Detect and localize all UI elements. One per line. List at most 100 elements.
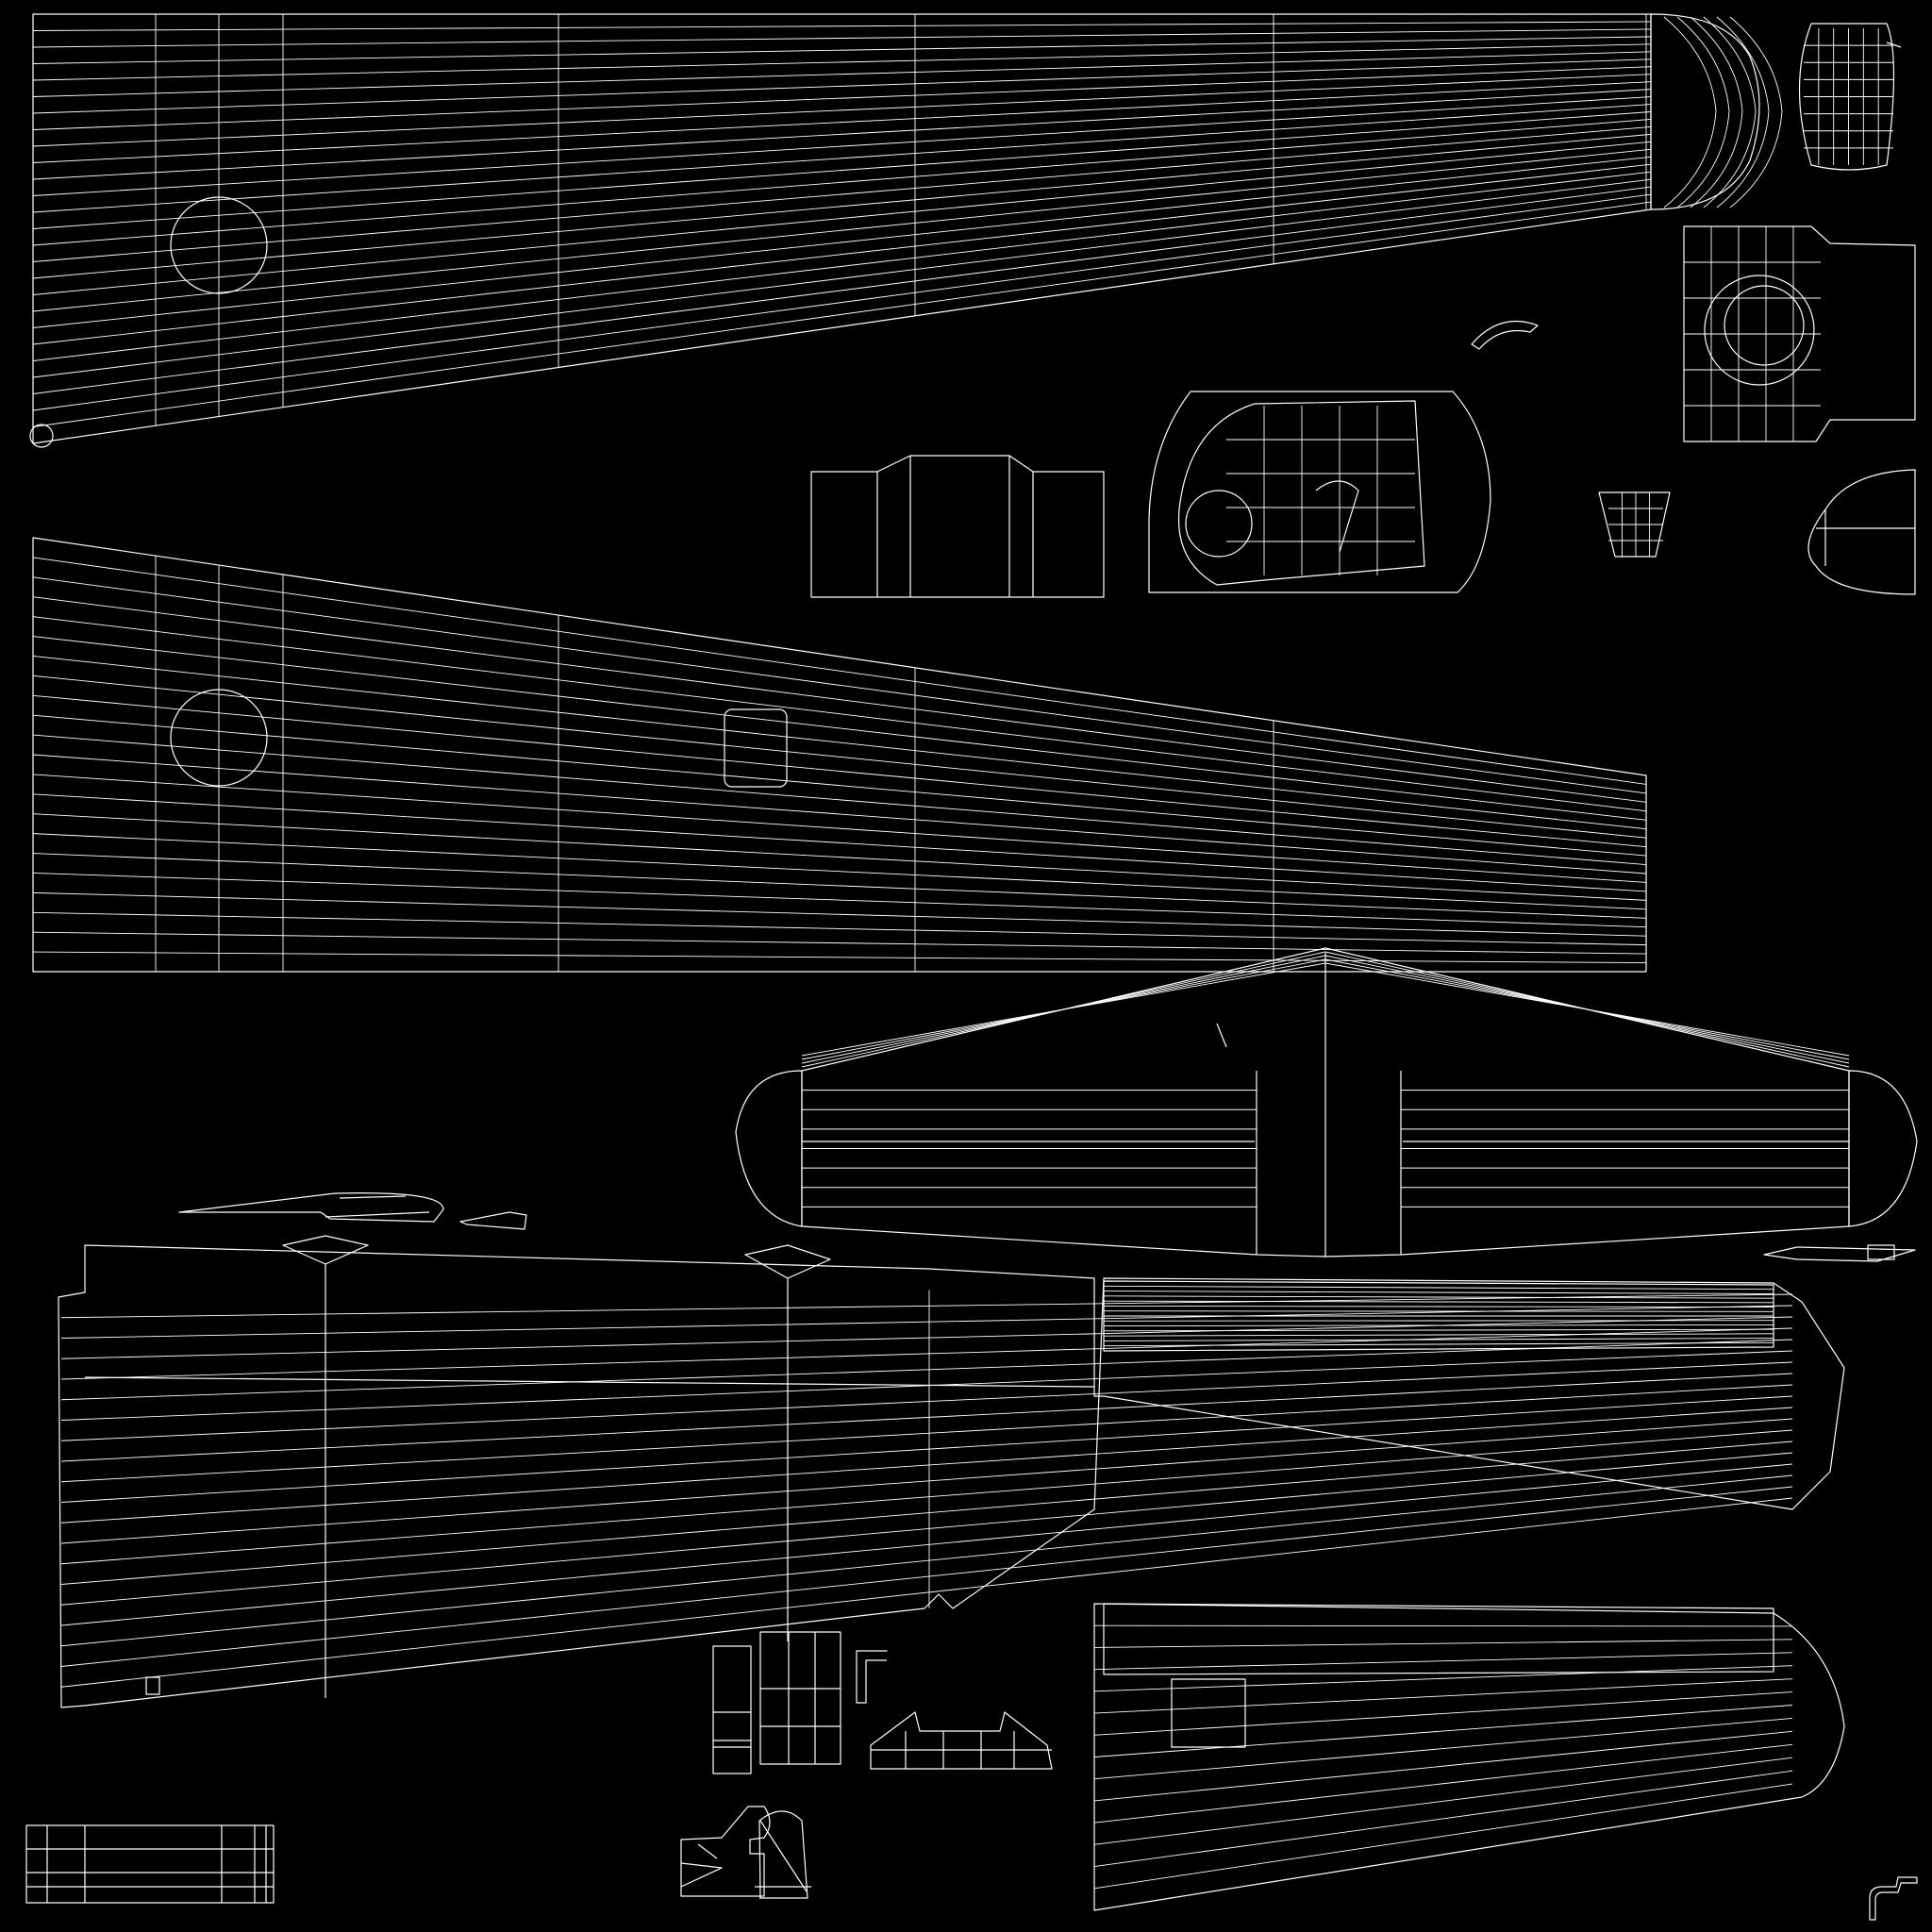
fuselage-upper-row-line [32, 119, 1652, 246]
aileron-upper-row-line [1103, 1338, 1774, 1341]
aileron-lower-row-line [1093, 1730, 1793, 1802]
wing-panel-row-line [60, 1395, 1793, 1503]
island-intake-scoop [1598, 491, 1671, 558]
aileron-upper-row-line [1103, 1291, 1774, 1294]
wing-panel-row-line [60, 1429, 1793, 1565]
fuselage-upper-row-line [32, 104, 1652, 213]
island-spinner-cone [1807, 469, 1916, 595]
fuselage-lower-row-line [32, 774, 1647, 883]
aileron-lower-row-line [1093, 1691, 1793, 1736]
island-horizontal-stabilizer [735, 947, 1918, 1257]
fuselage-lower-row-line [32, 931, 1647, 955]
island-small-curved-strip [1471, 320, 1539, 350]
island-engine-cowling-side [1683, 225, 1916, 442]
fuselage-upper-porthole [170, 196, 268, 294]
fuselage-upper-row-line [32, 178, 1652, 378]
stabilizer-grid [801, 951, 1850, 1208]
stabilizer-leading-edge-line [1324, 962, 1850, 1057]
fuselage-lower-row-line [32, 734, 1647, 865]
wing-panel-row-line [60, 1293, 1793, 1319]
wing-panel-row-line [60, 1339, 1793, 1401]
fuselage-lower-row-line [32, 813, 1647, 901]
wing-panel-row-line [60, 1327, 1793, 1380]
aileron-upper-row-line [1103, 1285, 1774, 1291]
fuselage-lower-row-line [32, 576, 1647, 794]
island-aileron-panel-lower [1093, 1603, 1845, 1911]
wing-panel-small-window [145, 1676, 160, 1695]
fuselage-upper-nose-ring [1729, 16, 1783, 208]
fuselage-lower-row-line [32, 833, 1647, 910]
fuselage-upper-tail-eye [29, 424, 54, 448]
wing-panel-row-line [60, 1384, 1793, 1483]
island-left-wing-panel [58, 1235, 1845, 1708]
fuselage-lower-row-line [32, 911, 1647, 946]
cowling-ring-inner [1724, 285, 1805, 366]
fuselage-lower-row-line [32, 873, 1647, 928]
aileron-lower-row-line [1093, 1717, 1793, 1780]
fuselage-upper-row-line [32, 156, 1652, 328]
fuselage-upper-nose-rings [1663, 16, 1783, 208]
wing-panel-row-line [60, 1316, 1793, 1359]
fuselage-upper-row-line [32, 171, 1652, 361]
fuselage-upper-row-line [32, 163, 1652, 345]
aileron-lower-row-line [1093, 1770, 1793, 1868]
island-small-parts-cluster [712, 1631, 1053, 1774]
island-fuselage-lower-shell [32, 537, 1647, 973]
fuselage-upper-nose-ring [1716, 16, 1770, 208]
island-corner-hook [1869, 1876, 1918, 1921]
fuselage-upper-row-line [32, 21, 1652, 31]
fuselage-lower-row-line [32, 675, 1647, 839]
aileron-upper-row-line [1103, 1324, 1774, 1327]
fuselage-lower-row-line [32, 714, 1647, 857]
island-cockpit-canopy [1148, 391, 1491, 593]
aileron-lower-row-line [1093, 1783, 1793, 1890]
fuselage-lower-row-line [32, 636, 1647, 821]
fuselage-lower-row-line [32, 891, 1647, 937]
wing-panel-row-line [60, 1373, 1793, 1462]
fuselage-upper-row-line [32, 28, 1652, 48]
wing-panel-row-line [60, 1441, 1793, 1585]
stabilizer-leading-edge-line [801, 962, 1326, 1057]
canopy-ring [1185, 490, 1253, 558]
fuselage-upper-row-line [32, 148, 1652, 312]
fuselage-upper-row-line [32, 193, 1652, 411]
wing-panel-row-line [60, 1452, 1793, 1606]
fuselage-lower-columns [155, 556, 1274, 972]
aileron-upper-row-line [1103, 1295, 1774, 1299]
fuselage-lower-row-line [32, 616, 1647, 812]
fuselage-upper-row-line [32, 58, 1652, 114]
island-aileron-panel-upper [1103, 1280, 1774, 1352]
fuselage-upper-nose-ring [1690, 16, 1743, 208]
fuselage-upper-row-line [32, 51, 1652, 97]
aileron-lower-row-line [1093, 1624, 1793, 1627]
fuselage-lower-rows [32, 557, 1647, 963]
fuselage-upper-row-line [32, 96, 1652, 196]
cowling-ring-outer [1704, 275, 1815, 386]
aileron-upper-row-line [1103, 1300, 1774, 1304]
aileron-lower-row-line [1093, 1757, 1793, 1845]
fuselage-upper-nose-ring [1676, 16, 1730, 208]
wing-panel-row-line [60, 1418, 1793, 1544]
fuselage-lower-row-line [32, 754, 1647, 874]
scoop-grid [1608, 492, 1663, 557]
fuselage-upper-row-line [32, 66, 1652, 130]
aileron-lower-row-line [1093, 1665, 1793, 1692]
fuselage-upper-nose-ring [1703, 16, 1757, 208]
wing-panel-rows [60, 1293, 1793, 1688]
aileron-lower-row-line [1093, 1639, 1793, 1648]
wing-panel-row-line [60, 1407, 1793, 1524]
fuselage-upper-row-line [32, 125, 1652, 262]
island-nose-cap [1798, 23, 1902, 171]
aileron-upper-row-line [1103, 1333, 1774, 1337]
fuselage-lower-row-line [32, 557, 1647, 785]
fuselage-upper-row-line [32, 89, 1652, 180]
fuselage-upper-row-line [32, 43, 1652, 81]
fuselage-upper-row-line [32, 186, 1652, 394]
fuselage-lower-row-line [32, 656, 1647, 830]
fuselage-upper-row-line [32, 81, 1652, 163]
wing-panel-row-line [60, 1361, 1793, 1441]
aileron-upper-row-line [1103, 1310, 1774, 1312]
aileron-lower-row-line [1093, 1652, 1793, 1671]
